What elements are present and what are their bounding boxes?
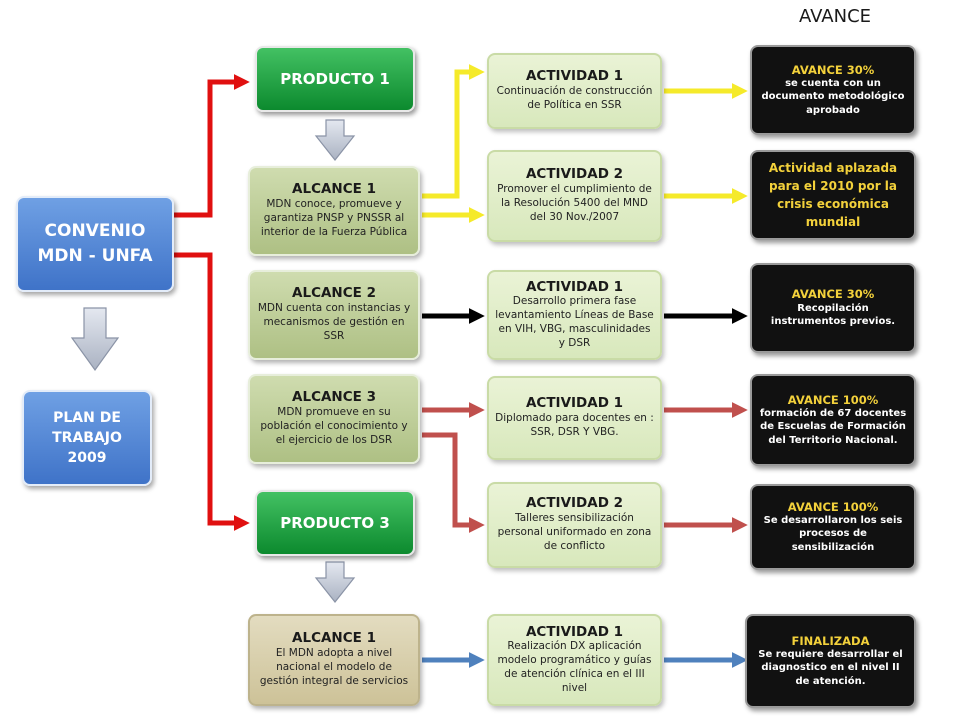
avance-1-text: se cuenta con un documento metodológico … — [761, 77, 905, 116]
actividad-5-title: ACTIVIDAD 2 — [525, 495, 623, 512]
alcance-3-text: MDN promueve en su población el conocimi… — [260, 405, 408, 446]
producto-3-label: PRODUCTO 3 — [280, 514, 390, 532]
alcance-1-title: ALCANCE 1 — [292, 181, 376, 198]
avance-1-title: AVANCE 30% — [791, 62, 875, 77]
alcance-2-box: ALCANCE 2 MDN cuenta con instancias y me… — [248, 270, 420, 360]
actividad-5-box: ACTIVIDAD 2 Talleres sensibilización per… — [487, 482, 662, 568]
alcance-2-title: ALCANCE 2 — [292, 285, 376, 302]
actividad-6-text: Realización DX aplicación modelo program… — [497, 640, 652, 694]
connector-convenio-producto1 — [174, 73, 250, 218]
actividad-2-title: ACTIVIDAD 2 — [525, 166, 623, 183]
avance-4-box: AVANCE 100% formación de 67 docentes de … — [750, 374, 916, 466]
alcance-2-text: MDN cuenta con instancias y mecanismos d… — [257, 301, 411, 342]
down-arrow-producto3-alcance1 — [314, 561, 356, 603]
producto-1-label: PRODUCTO 1 — [280, 70, 390, 88]
actividad-1-text: Continuación de construcción de Política… — [496, 84, 653, 111]
alcance-3-box: ALCANCE 3 MDN promueve en su población e… — [248, 374, 420, 464]
actividad-1-box: ACTIVIDAD 1 Continuación de construcción… — [487, 53, 662, 129]
avance-5-text: Se desarrollaron los seis procesos de se… — [763, 514, 903, 553]
avance-5-title: AVANCE 100% — [787, 499, 879, 514]
avance-3-box: AVANCE 30% Recopilación instrumentos pre… — [750, 263, 916, 353]
avance-6-text: Se requiere desarrollar el diagnostico e… — [758, 648, 903, 687]
avance-2-text: Actividad aplazada para el 2010 por la c… — [768, 161, 898, 229]
actividad-6-title: ACTIVIDAD 1 — [525, 623, 623, 640]
alcance-1-box: ALCANCE 1 MDN conoce, promueve y garanti… — [248, 166, 420, 256]
avance-1-box: AVANCE 30% se cuenta con un documento me… — [750, 45, 916, 135]
avance-heading: AVANCE — [798, 6, 872, 27]
connector-alcance3-actividad2 — [422, 432, 485, 534]
actividad-2-box: ACTIVIDAD 2 Promover el cumplimiento de … — [487, 150, 662, 242]
avance-5-box: AVANCE 100% Se desarrollaron los seis pr… — [750, 484, 916, 570]
producto-1-box: PRODUCTO 1 — [255, 46, 415, 112]
actividad-4-title: ACTIVIDAD 1 — [525, 395, 623, 412]
avance-2-box: Actividad aplazada para el 2010 por la c… — [750, 150, 916, 240]
plan-box: PLAN DE TRABAJO 2009 — [22, 390, 152, 486]
down-arrow-producto1-alcance1 — [314, 119, 356, 161]
avance-6-box: FINALIZADA Se requiere desarrollar el di… — [745, 614, 916, 708]
connector-alcance1-actividad1 — [422, 63, 485, 199]
actividad-5-text: Talleres sensibilización personal unifor… — [497, 511, 652, 552]
plan-label: PLAN DE TRABAJO 2009 — [52, 409, 122, 467]
actividad-6-box: ACTIVIDAD 1 Realización DX aplicación mo… — [487, 614, 662, 706]
down-arrow-convenio-plan — [70, 307, 120, 372]
actividad-2-text: Promover el cumplimiento de la Resolució… — [497, 182, 652, 223]
actividad-3-text: Desarrollo primera fase levantamiento Lí… — [495, 295, 654, 349]
actividad-3-box: ACTIVIDAD 1 Desarrollo primera fase leva… — [487, 270, 662, 360]
alcance-1-text: MDN conoce, promueve y garantiza PNSP y … — [260, 197, 408, 238]
alcance-1b-text: El MDN adopta a nivel nacional el modelo… — [259, 646, 409, 687]
avance-3-title: AVANCE 30% — [791, 287, 875, 302]
avance-3-text: Recopilación instrumentos previos. — [770, 302, 896, 328]
actividad-3-title: ACTIVIDAD 1 — [525, 278, 623, 295]
avance-4-title: AVANCE 100% — [787, 392, 879, 407]
alcance-3-title: ALCANCE 3 — [292, 389, 376, 406]
actividad-4-box: ACTIVIDAD 1 Diplomado para docentes en :… — [487, 376, 662, 460]
avance-4-text: formación de 67 docentes de Escuelas de … — [759, 407, 907, 446]
convenio-label: CONVENIO MDN - UNFA — [37, 221, 153, 266]
actividad-4-text: Diplomado para docentes en : SSR, DSR Y … — [495, 411, 654, 438]
producto-3-box: PRODUCTO 3 — [255, 490, 415, 556]
avance-6-title: FINALIZADA — [791, 633, 870, 648]
actividad-1-title: ACTIVIDAD 1 — [525, 68, 623, 85]
connector-convenio-producto3 — [174, 252, 250, 532]
alcance-1b-box: ALCANCE 1 El MDN adopta a nivel nacional… — [248, 614, 420, 706]
convenio-box: CONVENIO MDN - UNFA — [16, 196, 174, 292]
alcance-1b-title: ALCANCE 1 — [292, 630, 376, 647]
